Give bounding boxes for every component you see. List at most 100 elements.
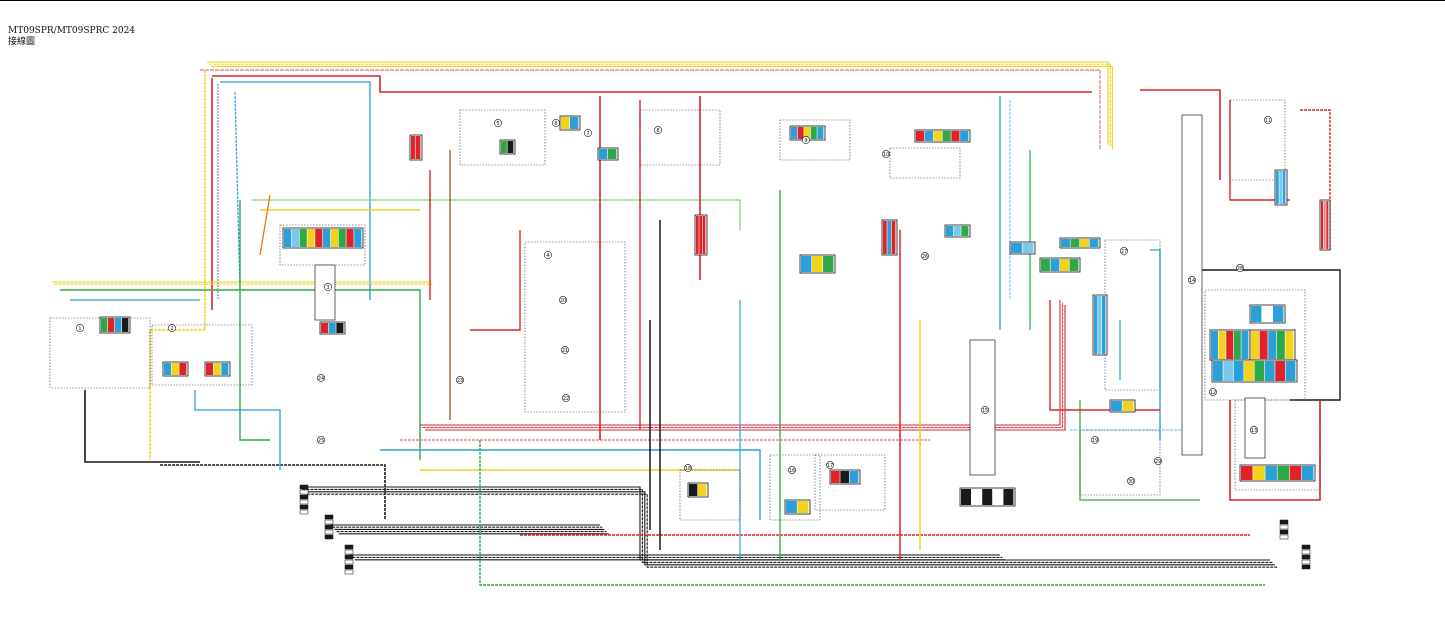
connector-pin xyxy=(1233,331,1241,359)
ecu-unit-left xyxy=(314,264,336,321)
component-number: 6 xyxy=(554,121,557,127)
connector-pin xyxy=(689,484,698,496)
ground-terminal xyxy=(344,544,354,550)
component-number: 22 xyxy=(563,396,569,402)
connector-pin xyxy=(507,141,514,153)
connector-pin xyxy=(1289,466,1302,480)
connector-pin xyxy=(702,216,706,254)
connector-pin xyxy=(1070,239,1080,247)
component-box-15 xyxy=(679,469,741,521)
connector-pin xyxy=(1264,361,1275,381)
ground-terminal xyxy=(299,504,309,510)
connector-pin xyxy=(1102,296,1106,354)
connector-pin xyxy=(1060,259,1069,271)
wire-green-right xyxy=(1079,400,1200,501)
component-number: 25 xyxy=(318,438,324,444)
connector-pin xyxy=(1233,361,1244,381)
component-number: 11 xyxy=(1265,118,1271,124)
connector-pin xyxy=(797,127,804,139)
component-badge xyxy=(1188,276,1196,284)
ground-terminal xyxy=(1301,544,1311,550)
component-number: 10 xyxy=(883,152,889,158)
connector-pin xyxy=(1262,306,1273,322)
wire-green-left xyxy=(60,289,421,460)
connector-pin xyxy=(1213,361,1223,381)
connector-pin xyxy=(1265,466,1277,480)
wire-red-top xyxy=(212,75,1092,93)
wire-red-loop xyxy=(470,230,521,331)
connector-pin xyxy=(960,131,969,141)
wire-blue-low xyxy=(194,390,281,470)
connector-pin xyxy=(1251,306,1262,322)
ground-terminal xyxy=(344,569,354,575)
wire-black-bundle xyxy=(304,491,1275,566)
connector-pin xyxy=(1050,259,1060,271)
ground-terminal xyxy=(344,554,354,560)
connector-pin xyxy=(122,318,129,332)
ground-terminal xyxy=(299,499,309,505)
wire-blue-band xyxy=(380,449,761,520)
component-badge xyxy=(561,346,569,354)
connector-pin xyxy=(411,136,416,159)
component-badge xyxy=(552,119,560,127)
connector-pin xyxy=(1098,296,1102,354)
component-number: 9 xyxy=(804,138,807,144)
connector-pin xyxy=(946,226,954,236)
connector-pin xyxy=(1259,331,1268,359)
ground-terminal xyxy=(299,484,309,490)
component-number: 7 xyxy=(586,131,589,137)
connector-pin xyxy=(953,226,961,236)
component-number: 20 xyxy=(560,298,566,304)
component-number: 8 xyxy=(656,128,659,134)
component-number: 2 xyxy=(170,326,173,332)
connector-pin xyxy=(1011,243,1022,253)
connector-pin xyxy=(810,127,817,139)
component-badge xyxy=(168,324,176,332)
connector-pin xyxy=(797,501,809,513)
connector-pin xyxy=(1226,331,1234,359)
wire-black-right xyxy=(1200,269,1341,401)
connector-pin xyxy=(1285,331,1294,359)
component-badge xyxy=(76,324,84,332)
component-number: 27 xyxy=(1121,249,1127,255)
component-number: 21 xyxy=(562,348,568,354)
connector-pin xyxy=(823,256,834,272)
wire-black-left xyxy=(84,390,200,463)
wire-black-bundle xyxy=(302,488,1273,563)
component-number: 15 xyxy=(982,408,988,414)
connector-pin xyxy=(971,489,982,505)
component-box-8 xyxy=(889,147,961,179)
connector-pin xyxy=(501,141,507,153)
component-badge xyxy=(802,136,810,144)
component-badge xyxy=(1209,388,1217,396)
component-badge xyxy=(882,150,890,158)
connector-pin xyxy=(101,318,108,332)
ground-terminal xyxy=(299,494,309,500)
ground-terminal xyxy=(324,534,334,540)
wire-yellow-top xyxy=(209,63,1111,148)
component-badge xyxy=(544,251,552,259)
connector-pin xyxy=(961,226,969,236)
component-badge xyxy=(1250,426,1258,434)
component-number: 28 xyxy=(1237,266,1243,272)
component-box-13 xyxy=(769,454,821,521)
connector-pin xyxy=(1285,361,1296,381)
component-badge xyxy=(456,376,464,384)
component-number: 18 xyxy=(685,466,691,472)
connector-pin xyxy=(992,489,1003,505)
connector-pin xyxy=(791,127,797,139)
component-badge xyxy=(559,296,567,304)
connector-pin xyxy=(1041,259,1050,271)
connector-pin xyxy=(786,501,797,513)
connector-pin xyxy=(321,323,329,333)
component-badge xyxy=(317,436,325,444)
ground-terminal xyxy=(344,559,354,565)
component-badge xyxy=(562,394,570,402)
connector-pin xyxy=(1211,331,1218,359)
component-badge xyxy=(317,374,325,382)
connector-pin xyxy=(164,363,172,375)
connector-pin xyxy=(951,131,960,141)
connector-pin xyxy=(1251,331,1259,359)
wire-red-right-2 xyxy=(1229,100,1290,201)
